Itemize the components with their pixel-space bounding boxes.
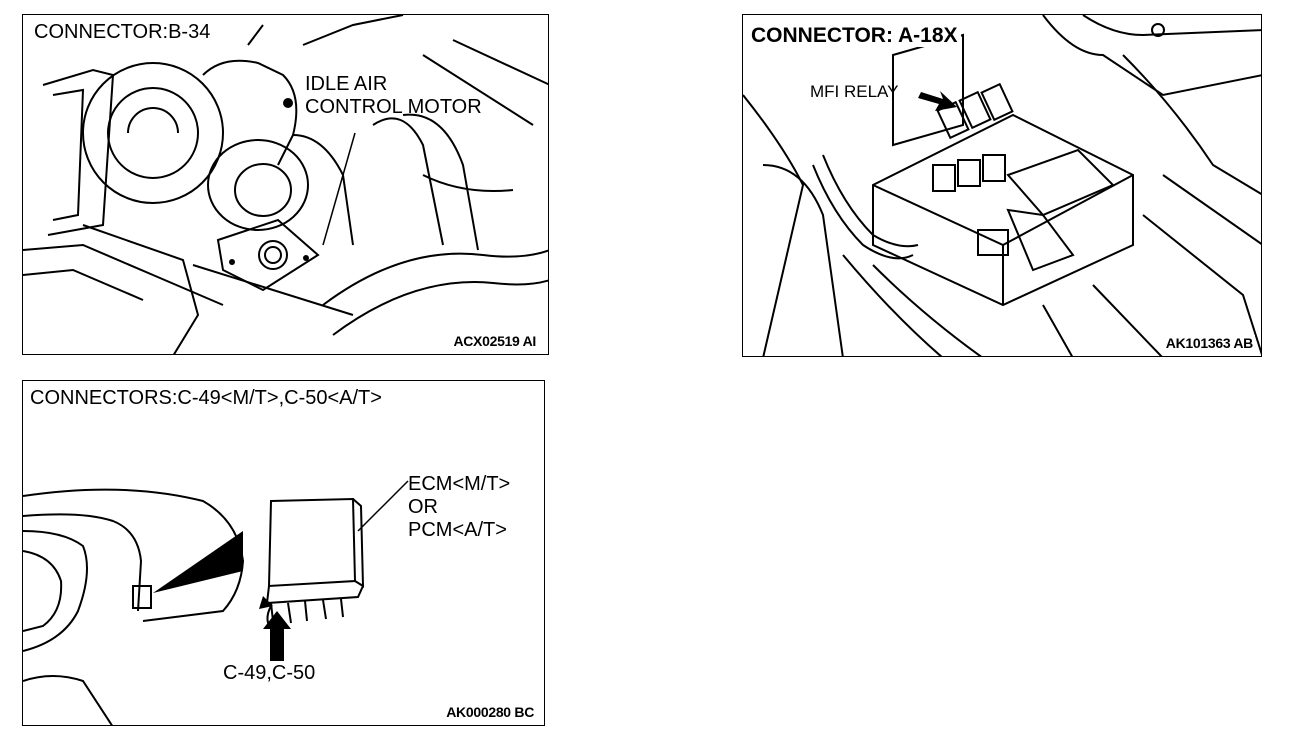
figure-connector-a18x: CONNECTOR: A-18X MFI RELAY AK101363 AB: [742, 14, 1262, 357]
up-arrow-icon: [263, 611, 291, 661]
mfi-relay-label: MFI RELAY: [810, 82, 899, 101]
mfi-relay-arrow-icon: [918, 91, 957, 111]
figure-connector-b34: CONNECTOR:B-34 IDLE AIR CONTROL MOTOR AC…: [22, 14, 549, 355]
mfi-relay-illustration: [743, 15, 1261, 356]
c49-c50-arrow-label: C-49,C-50: [223, 662, 316, 684]
idle-air-label-line2: CONTROL MOTOR: [305, 96, 482, 118]
figure-code-b34: ACX02519 AI: [451, 333, 538, 349]
connector-b34-title: CONNECTOR:B-34: [31, 21, 214, 43]
idle-air-control-motor-illustration: [23, 15, 548, 354]
ecm-label-line2: OR: [408, 496, 438, 518]
figure-connectors-c49-c50: CONNECTORS:C-49<M/T>,C-50<A/T> ECM<M/T> …: [22, 380, 545, 726]
ecm-label-line1: ECM<M/T>: [408, 473, 511, 495]
idle-air-label-line1: IDLE AIR: [305, 73, 388, 95]
figure-code-c49: AK000280 BC: [444, 704, 536, 720]
connectors-c49-c50-title: CONNECTORS:C-49<M/T>,C-50<A/T>: [27, 387, 385, 409]
figure-code-a18x: AK101363 AB: [1163, 335, 1255, 351]
connector-a18x-title: CONNECTOR: A-18X: [748, 25, 961, 47]
ecm-label-line3: PCM<A/T>: [408, 519, 507, 541]
ecm-pcm-illustration: [23, 480, 409, 725]
